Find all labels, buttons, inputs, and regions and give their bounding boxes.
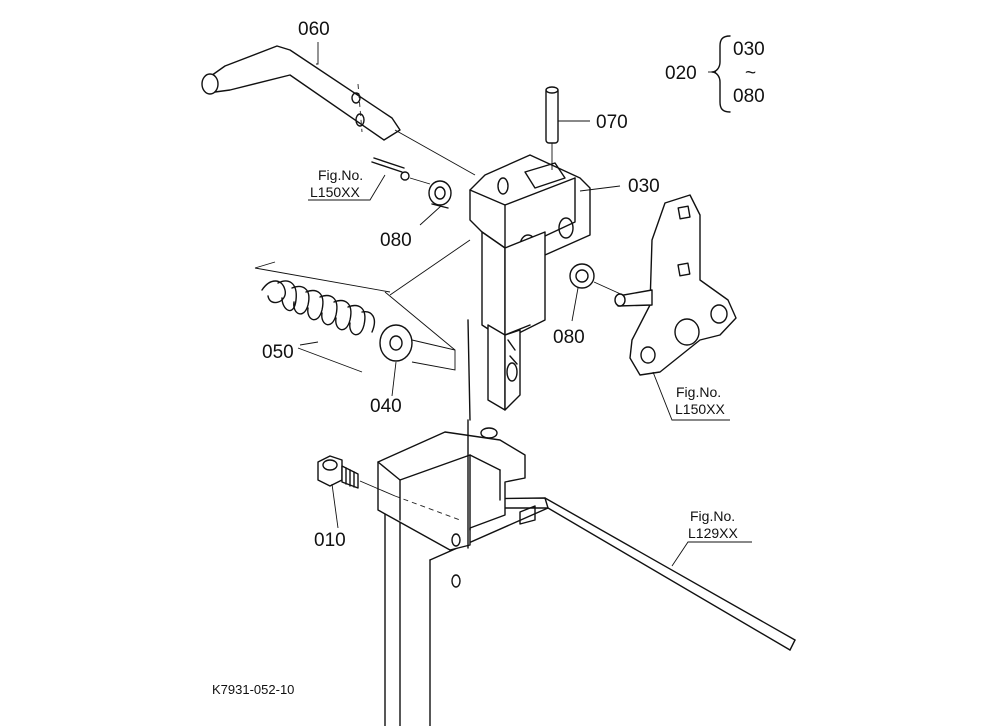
callout-080-group: 080 xyxy=(733,86,765,107)
bushing-right-080 xyxy=(569,263,626,297)
plate-fig-ref-line2: L150XX xyxy=(675,401,725,417)
mount-bracket xyxy=(377,427,536,551)
callout-070: 070 xyxy=(596,112,628,133)
pin-fig-ref-line2: L150XX xyxy=(310,184,360,200)
frame-fig-ref-line1: Fig.No. xyxy=(690,508,735,524)
callout-030: 030 xyxy=(628,176,660,197)
leader-lines xyxy=(297,42,752,567)
handle-rod-060 xyxy=(201,45,476,176)
link-plate xyxy=(614,194,737,376)
callout-010: 010 xyxy=(314,530,346,551)
group-bracket-020 xyxy=(708,35,731,113)
callout-060: 060 xyxy=(298,19,330,40)
spring-050 xyxy=(254,239,471,351)
washer-040 xyxy=(379,324,456,371)
callout-020: 020 xyxy=(665,63,697,84)
bushing-left-080 xyxy=(428,180,452,209)
callout-030-group: 030 xyxy=(733,39,765,60)
callout-040: 040 xyxy=(370,396,402,417)
callout-080-right: 080 xyxy=(553,327,585,348)
lever-arm-030 xyxy=(467,154,591,549)
callout-080-left: 080 xyxy=(380,230,412,251)
pin-fig-ref-line1: Fig.No. xyxy=(318,167,363,183)
range-mark: ~ xyxy=(745,63,756,84)
bolt-010 xyxy=(317,455,461,521)
pin-070 xyxy=(545,86,559,170)
drawing-code: K7931-052-10 xyxy=(212,682,294,697)
frame-fig-ref-line2: L129XX xyxy=(688,525,738,541)
cotter-pin xyxy=(371,157,431,185)
plate-fig-ref-line1: Fig.No. xyxy=(676,384,721,400)
callout-050: 050 xyxy=(262,342,294,363)
